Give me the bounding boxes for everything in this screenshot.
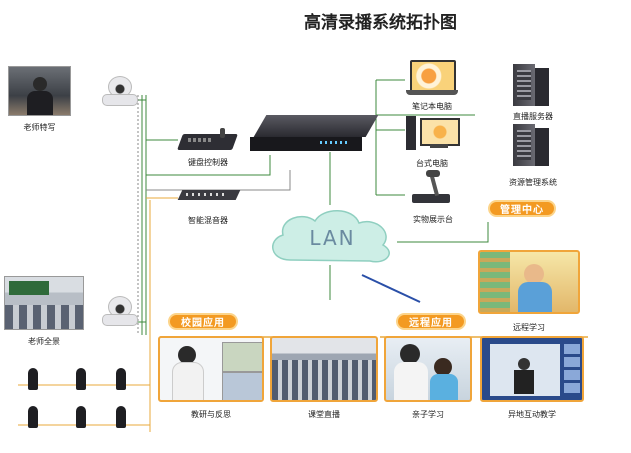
- laptop-icon: [406, 60, 458, 96]
- microphone-icon: [76, 368, 86, 390]
- campus-app-badge: 校园应用: [168, 313, 238, 330]
- keyboard-controller-icon: [177, 128, 238, 152]
- research-reflection-label: 教研与反思: [191, 410, 231, 419]
- recorder-device-icon: [250, 115, 379, 155]
- microphone-icon: [116, 406, 126, 428]
- interactive-teaching-label: 异地互动教学: [508, 410, 556, 419]
- visualizer-icon: [412, 170, 452, 204]
- fiber-cable: [361, 274, 421, 303]
- smart-mixer-label: 智能混音器: [188, 216, 228, 225]
- camera-icon: [102, 76, 138, 106]
- desktop-label: 台式电脑: [416, 159, 448, 168]
- parent-child-photo: [384, 336, 472, 402]
- management-link: [397, 222, 489, 243]
- camera-icon: [102, 296, 138, 326]
- teacher-full-label: 老师全景: [28, 337, 60, 346]
- interactive-teaching-photo: [480, 336, 584, 402]
- camera-bus-line: [134, 95, 147, 335]
- microphone-icon: [28, 406, 38, 428]
- teacher-closeup-label: 老师特写: [23, 123, 56, 132]
- teacher-closeup-photo: [8, 66, 71, 116]
- lan-cloud-icon: [272, 210, 390, 263]
- microphone-icon: [28, 368, 38, 390]
- visualizer-label: 实物展示台: [413, 215, 453, 224]
- parent-child-label: 亲子学习: [412, 410, 444, 419]
- resource-system-label: 资源管理系统: [509, 178, 557, 187]
- resource-server-icon: [513, 124, 551, 166]
- laptop-label: 笔记本电脑: [412, 102, 452, 111]
- live-server-label: 直播服务器: [513, 112, 553, 121]
- recorder-link-2: [146, 170, 291, 191]
- management-center-badge: 管理中心: [488, 200, 556, 217]
- desktop-icon: [406, 116, 460, 152]
- remote-learning-label: 远程学习: [513, 323, 545, 332]
- remote-learning-photo: [478, 250, 580, 314]
- classroom-live-label: 课堂直播: [308, 410, 340, 419]
- keyboard-controller-label: 键盘控制器: [188, 158, 228, 167]
- recorder-link: [146, 155, 271, 176]
- teacher-full-photo: [4, 276, 84, 330]
- microphone-icon: [116, 368, 126, 390]
- smart-mixer-icon: [177, 188, 241, 202]
- microphone-icon: [76, 406, 86, 428]
- remote-app-badge: 远程应用: [396, 313, 466, 330]
- device-hub-line: [375, 79, 475, 196]
- research-reflection-photo: [158, 336, 264, 402]
- live-server-icon: [513, 64, 551, 106]
- classroom-live-photo: [270, 336, 378, 402]
- lan-label: LAN: [309, 226, 356, 250]
- page-title: 高清录播系统拓扑图: [304, 13, 457, 33]
